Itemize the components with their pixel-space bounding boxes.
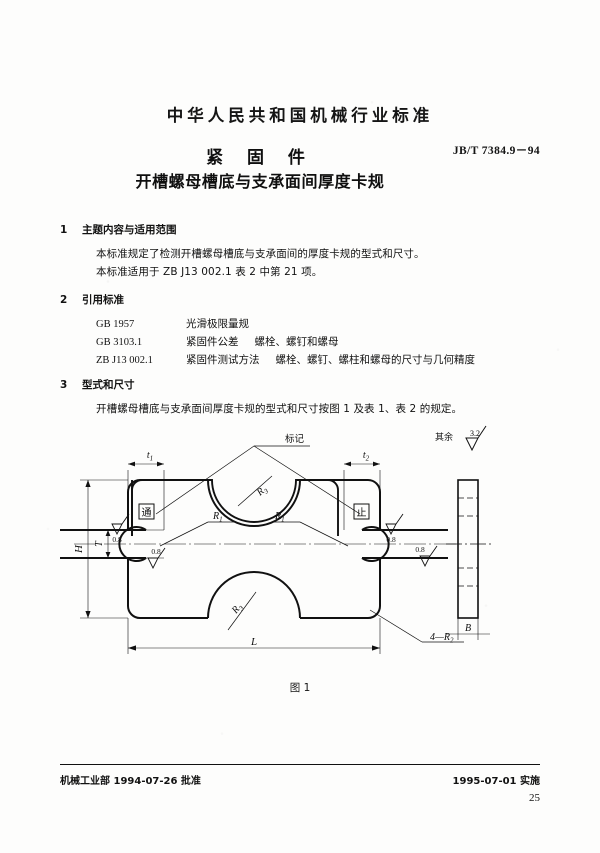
reference-item: GB 1957 光滑极限量规: [96, 316, 265, 331]
page-number: 25: [529, 792, 540, 804]
reference-desc: 紧固件测试方法: [186, 354, 260, 366]
clause-2-number: 2: [60, 294, 68, 306]
dim-l-label: L: [250, 636, 257, 648]
clause-3-title: 型式和尺寸: [82, 379, 135, 391]
page-subtitle: 开槽螺母槽底与支承面间厚度卡规: [135, 172, 385, 191]
dimension-lines: [74, 461, 460, 654]
side-view: B: [446, 479, 492, 640]
roughness-value: 0.8: [415, 545, 425, 554]
figure-caption: 图 1: [289, 682, 311, 694]
go-mark-label: 通: [142, 507, 152, 519]
dim-b-label: B: [465, 623, 471, 634]
approval-note: 机械工业部 1994-07-26 批准: [60, 776, 201, 787]
gauge-drawing: 通 止: [60, 433, 492, 654]
clause-1-heading: 1 主题内容与适用范围: [60, 222, 177, 237]
roughness-symbol-left-upper: 0.8: [111, 513, 130, 544]
nogo-mark-box: 止: [353, 503, 370, 520]
radius-r2-callout-label: 4—R2: [430, 632, 454, 645]
marking-callout-label: 标记: [285, 433, 305, 445]
clause-3-paragraph-1: 开槽螺母槽底与支承面间厚度卡规的型式和尺寸按图 1 及表 1、表 2 的规定。: [96, 403, 463, 415]
general-roughness-label: 其余: [435, 433, 454, 443]
reference-code: GB 3103.1: [96, 337, 143, 348]
clause-3-number: 3: [60, 379, 68, 391]
roughness-symbol-left-lower: 0.8: [147, 547, 166, 570]
roughness-symbol-right-upper: 0.8: [385, 513, 404, 544]
clause-1-title: 主题内容与适用范围: [82, 224, 177, 236]
reference-desc: 光滑极限量规: [186, 318, 249, 330]
go-mark-box: 通: [138, 503, 155, 520]
reference-desc-secondary: 螺栓、螺钉和螺母: [254, 336, 339, 348]
reference-item: GB 3103.1 紧固件公差 螺栓、螺钉和螺母: [96, 334, 339, 349]
marking-leader: [155, 445, 361, 515]
radius-r3-bottom-label: R3: [229, 601, 246, 618]
clause-1-number: 1: [60, 224, 68, 236]
footer-divider: [60, 764, 540, 765]
radius-r1-right-label: R1: [274, 511, 285, 524]
implementation-note: 1995-07-01 实施: [452, 776, 540, 787]
roughness-symbol-right-lower: 0.8: [415, 545, 438, 568]
radius-leaders: [159, 475, 464, 643]
standard-number: JB/T 7384.9－94: [452, 145, 540, 157]
page-content: 中华人民共和国机械行业标准 JB/T 7384.9－94 紧 固 件 开槽螺母槽…: [60, 0, 540, 853]
roughness-value: 0.8: [151, 547, 161, 556]
radius-r3-top-label: R3: [254, 483, 271, 500]
dim-t1-label: t1: [147, 450, 153, 463]
reference-code: GB 1957: [96, 319, 135, 330]
roughness-value: 0.8: [386, 535, 396, 544]
page-title: 紧 固 件: [206, 148, 314, 168]
general-roughness-value: 3.2: [470, 429, 480, 438]
national-standard-title: 中华人民共和国机械行业标准: [166, 106, 434, 125]
clause-1-paragraph-2: 本标准适用于 ZB J13 002.1 表 2 中第 21 项。: [96, 266, 323, 278]
radius-r1-left-label: R1: [212, 511, 223, 524]
dim-t2-label: t2: [363, 450, 370, 463]
reference-item: ZB J13 002.1 紧固件测试方法 螺栓、螺钉、螺柱和螺母的尺寸与几何精度: [96, 352, 475, 367]
reference-desc-secondary: 螺栓、螺钉、螺柱和螺母的尺寸与几何精度: [275, 354, 476, 366]
clause-2-title: 引用标准: [82, 294, 124, 306]
nogo-mark-label: 止: [357, 507, 367, 519]
reference-desc: 紧固件公差: [186, 336, 239, 348]
roughness-value: 0.8: [112, 535, 122, 544]
clause-2-heading: 2 引用标准: [60, 292, 124, 307]
clause-3-heading: 3 型式和尺寸: [60, 377, 135, 392]
dim-h-label: H: [73, 544, 85, 554]
dim-t-label: T: [94, 540, 105, 547]
reference-code: ZB J13 002.1: [96, 355, 153, 366]
clause-1-paragraph-1: 本标准规定了检测开槽螺母槽底与支承面间的厚度卡规的型式和尺寸。: [96, 248, 425, 260]
general-roughness-symbol: 3.2: [465, 425, 487, 452]
